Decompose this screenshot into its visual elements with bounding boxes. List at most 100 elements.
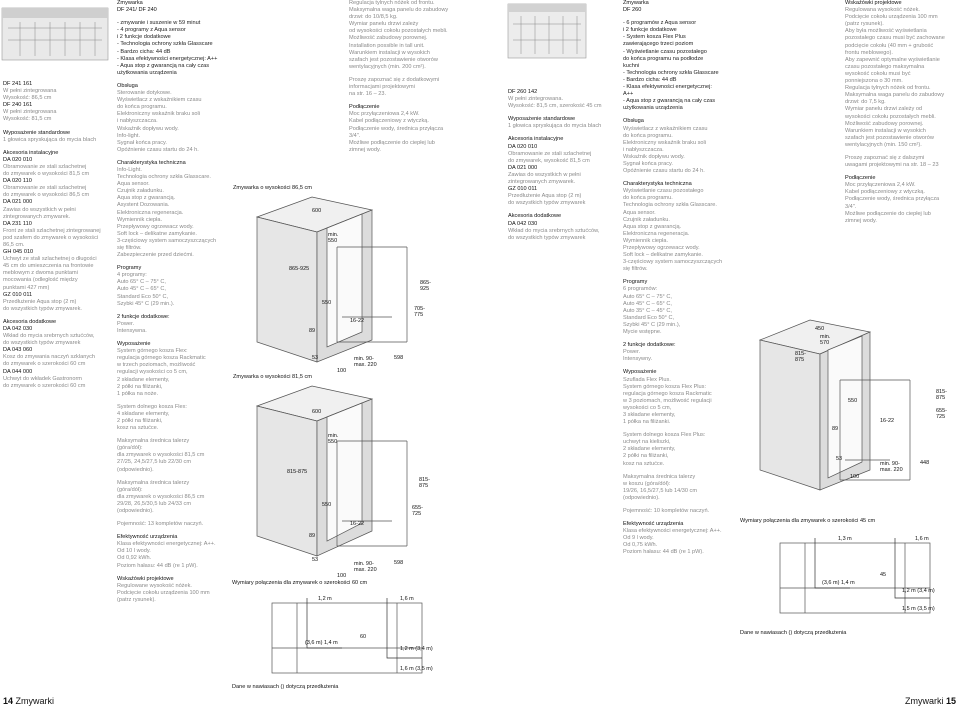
text-line: Możliwość zabudowy porownej. xyxy=(845,120,924,127)
dishwasher-photo-df241 xyxy=(0,0,110,70)
text-line: Opóźnienie czasu startu do 24 h. xyxy=(623,168,705,175)
heading-line: Zmywarka xyxy=(623,0,649,6)
text-line: Asystent Dozowania. xyxy=(117,202,170,209)
text-line: Maksymalna średnica talerzy xyxy=(623,473,696,480)
heading-line: Wyposażenie standardowe xyxy=(508,116,576,123)
text-line: Podłączenie wody, średnica przyłącza xyxy=(845,196,940,203)
text-line: zimnej wody. xyxy=(845,217,877,224)
text-line: Aby zapewnić optymalne wyświetlanie xyxy=(845,56,940,63)
text-line: - Bardzo cicha: 44 dB xyxy=(117,48,171,55)
text-line: Proszę zapoznać się z dodatkowymi xyxy=(349,76,440,83)
text-line: wentylacyjnych (min. 150 cm²). xyxy=(845,141,922,148)
text-line: Soft lock – delikatne zamykanie. xyxy=(623,252,703,259)
dim-1-2m-3-4m: 1,2 m (3,4 m) xyxy=(400,646,433,652)
text-line: Elektroniczna regeneracja. xyxy=(623,230,690,237)
text-line: Standard Eco 50° C, xyxy=(117,293,169,300)
text-line: System górnego kosza Flex: xyxy=(117,348,188,355)
installation-diagram-81-5: 600 min.550 815-875 550 89 53 100 16-22 … xyxy=(255,385,430,579)
text-line: System górnego kosza Flex Plus: xyxy=(623,383,707,390)
dim-550: 550 xyxy=(848,398,857,404)
heading-line: DF 260 xyxy=(623,7,642,14)
text-line: Aqua sensor. xyxy=(117,181,150,188)
text-line: podcięcie cokołu (40 mm + grubość xyxy=(845,42,934,49)
text-line: 1 głowica spryskująca do mycia blach xyxy=(3,136,97,143)
text-line: Mycie wstępne. xyxy=(623,329,662,336)
dim-53: 53 xyxy=(312,355,318,361)
heading-line: 2 funkcje dodatkowe: xyxy=(623,342,676,349)
text-line: 2 składane elementy, xyxy=(623,446,676,453)
text-line: Regulowane wysokość nóżek. xyxy=(117,582,192,589)
text-line: Od 0,92 kWh. xyxy=(117,555,152,562)
text-line: szafach jest pozostawienie otworów xyxy=(349,56,438,63)
heading-line: DA 042 030 xyxy=(3,326,33,332)
text-line: Wkład do mycia srebrnych sztućców, xyxy=(3,333,95,340)
text-line: wentylacyjnych (min. 200 cm²). xyxy=(349,63,426,70)
text-line: 2 półki na filiżanki, xyxy=(117,383,163,390)
text-line: Maksymalna waga panelu do zabudowy xyxy=(349,7,449,14)
text-line: Warunkiem instalacji w wysokich xyxy=(349,49,430,56)
dim-1-6m: 1,6 m xyxy=(915,536,929,542)
heading-line: Wskaźówki projektowe xyxy=(117,575,174,582)
text-line: Wyświetlacz z wskaźnikiem czasu xyxy=(623,125,708,132)
heading-line: DA 042 030 xyxy=(508,220,538,227)
text-line: Technologia ochrony szkła Glasscare. xyxy=(623,202,717,209)
text-line: 1 półka na filiżanki. xyxy=(623,419,671,426)
text-line: Wyświetlacz z wskaźnikiem czasu xyxy=(117,97,202,104)
text-line: Wyświetlanie czasu pozostałego xyxy=(623,188,704,195)
diagram-title-86-5: Zmywarka o wysokości 86,5 cm xyxy=(233,185,312,191)
dim-598: 598 xyxy=(394,355,403,361)
text-line: do wszystkich typów zmywarek xyxy=(508,234,586,241)
diagram-title-connection-45: Wymiary połączenia dla zmywarek o szerok… xyxy=(740,518,876,524)
heading-line: Obsługa xyxy=(117,82,138,89)
text-line: i 2 funkcje dodatkowe xyxy=(623,27,677,34)
text-line: W pełni zintegrowana. xyxy=(508,96,564,103)
dim-1-5m-3-5m: 1,5 m (3,5 m) xyxy=(902,606,935,612)
dim-600: 600 xyxy=(312,409,321,415)
text-line: i 2 funkcje dodatkowe xyxy=(117,34,171,41)
text-line: - System kosza Flex Plus xyxy=(623,34,686,41)
text-line: drzwi: do 10/8,5 kg. xyxy=(349,14,398,21)
text-line: Od 9 l wody. xyxy=(623,535,654,542)
text-line: Podłączenie wody, średnica przyłącza xyxy=(349,125,444,132)
heading-line: GZ 010 011 xyxy=(3,291,33,298)
diagram-note-60: Dane w nawiasach () dotyczą przedłużenia xyxy=(232,684,339,690)
dim-815-875b: 815-875 xyxy=(936,389,947,401)
text-line: wysokości cokołu pozostałych mebli. xyxy=(845,113,936,120)
text-column-df241-notes: Regulacja tylnych nóżek od frontu.Maksym… xyxy=(349,0,464,154)
text-line: Poziom hałasu: 44 dB (re 1 pW). xyxy=(623,549,704,556)
dim-1-2m-3-4m: 1,2 m (3,4 m) xyxy=(902,588,935,594)
text-line: Sygnał końca pracy. xyxy=(117,139,167,146)
text-line: 86,5 cm. xyxy=(3,241,25,248)
dishwasher-photo-df260 xyxy=(505,0,590,62)
text-line: Aby była możliwość wyświetlania xyxy=(845,28,927,35)
text-line: Auto 45° C – 65° C, xyxy=(117,286,166,293)
text-line: 1 głowica spryskująca do mycia blach xyxy=(508,123,602,130)
text-line: (góra/dół): xyxy=(117,486,143,493)
dim-450: 450 xyxy=(815,326,824,332)
heading-line: Programy xyxy=(117,265,142,272)
footer-title-right: Zmywarki xyxy=(904,696,944,706)
dim-1-6m: 1,6 m xyxy=(400,596,414,602)
text-line: Klasa efektywności energetycznej: A++. xyxy=(623,528,722,535)
heading-line: Obsługa xyxy=(623,118,644,125)
text-line: do zmywarek o szerokości 60 cm xyxy=(3,361,86,368)
text-line: użytkowania urządzenia xyxy=(117,69,177,76)
heading-line: DF 241/ DF 240 xyxy=(117,7,157,14)
text-line: Auto 65° C – 75° C, xyxy=(623,293,672,300)
text-line: do wszystkich typów zmywarek xyxy=(3,340,81,347)
text-line: Info-Light. xyxy=(117,166,142,173)
text-line: zintegrowanych zmywarek. xyxy=(508,179,576,186)
text-line: Technologia ochrony szkła Glasscare. xyxy=(117,174,211,181)
heading-line: DA 021 000 xyxy=(508,164,538,171)
dim-89: 89 xyxy=(309,328,315,334)
text-line: mocowania (odległość między xyxy=(3,277,78,284)
dim-100: 100 xyxy=(337,573,346,579)
text-line: Regulacja tylnych nóżek od frontu. xyxy=(845,85,931,92)
text-line: regulacja górnego kosza Rackmatic xyxy=(623,390,712,397)
dim-705-775: 705-775 xyxy=(414,306,425,318)
dim-815-875: 815-875 xyxy=(287,469,307,475)
text-line: i nabłyszczacza. xyxy=(623,146,664,153)
text-line: zimnej wody. xyxy=(349,146,381,153)
text-line: Czujnik załadunku. xyxy=(117,188,164,195)
